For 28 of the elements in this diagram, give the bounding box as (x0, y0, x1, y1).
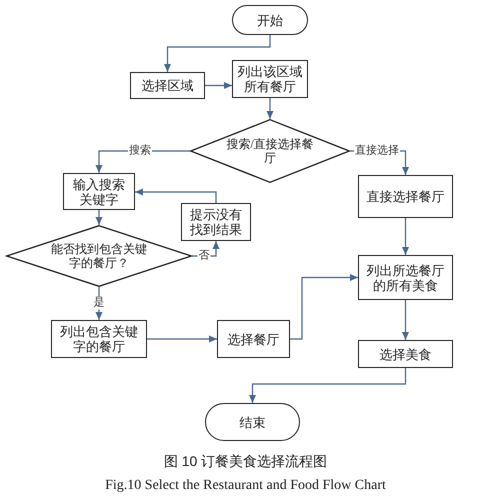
process-box: 选择餐厅 (217, 320, 290, 358)
process-box: 输入搜索关键字 (63, 173, 135, 210)
arrow (266, 98, 274, 119)
arrow (205, 82, 232, 89)
edge-label: 直接选择 (354, 144, 400, 158)
process-box: 直接选择餐厅 (358, 175, 453, 218)
process-box: 列出包含关键字的餐厅 (51, 320, 147, 358)
process-box: 列出该区域所有餐厅 (232, 60, 308, 98)
arrow (249, 368, 406, 403)
figure-caption: 图 10 订餐美食选择流程图 (164, 453, 328, 470)
edge-label: 是 (92, 296, 106, 310)
process-box: 提示没有找到结果 (181, 203, 251, 241)
process-box: 选择区域 (130, 72, 205, 99)
arrow (135, 188, 217, 203)
figure-caption: Fig.10 Select the Restaurant and Food Flow Chart (105, 477, 386, 494)
arrow (290, 274, 358, 340)
edge-label: 否 (198, 250, 210, 262)
decision-diamond: 搜索/直接选择餐厅 (190, 119, 350, 183)
process-box: 选择美食 (358, 340, 453, 368)
terminal-box: 结束 (205, 403, 300, 441)
arrow (402, 218, 409, 255)
arrow (402, 300, 409, 340)
edge-label: 搜索 (128, 144, 152, 158)
process-box: 列出所选餐厅的所有美食 (358, 255, 453, 300)
arrow (96, 210, 102, 225)
arrow (164, 35, 271, 72)
terminal-box: 开始 (232, 5, 308, 35)
arrow (147, 336, 217, 342)
